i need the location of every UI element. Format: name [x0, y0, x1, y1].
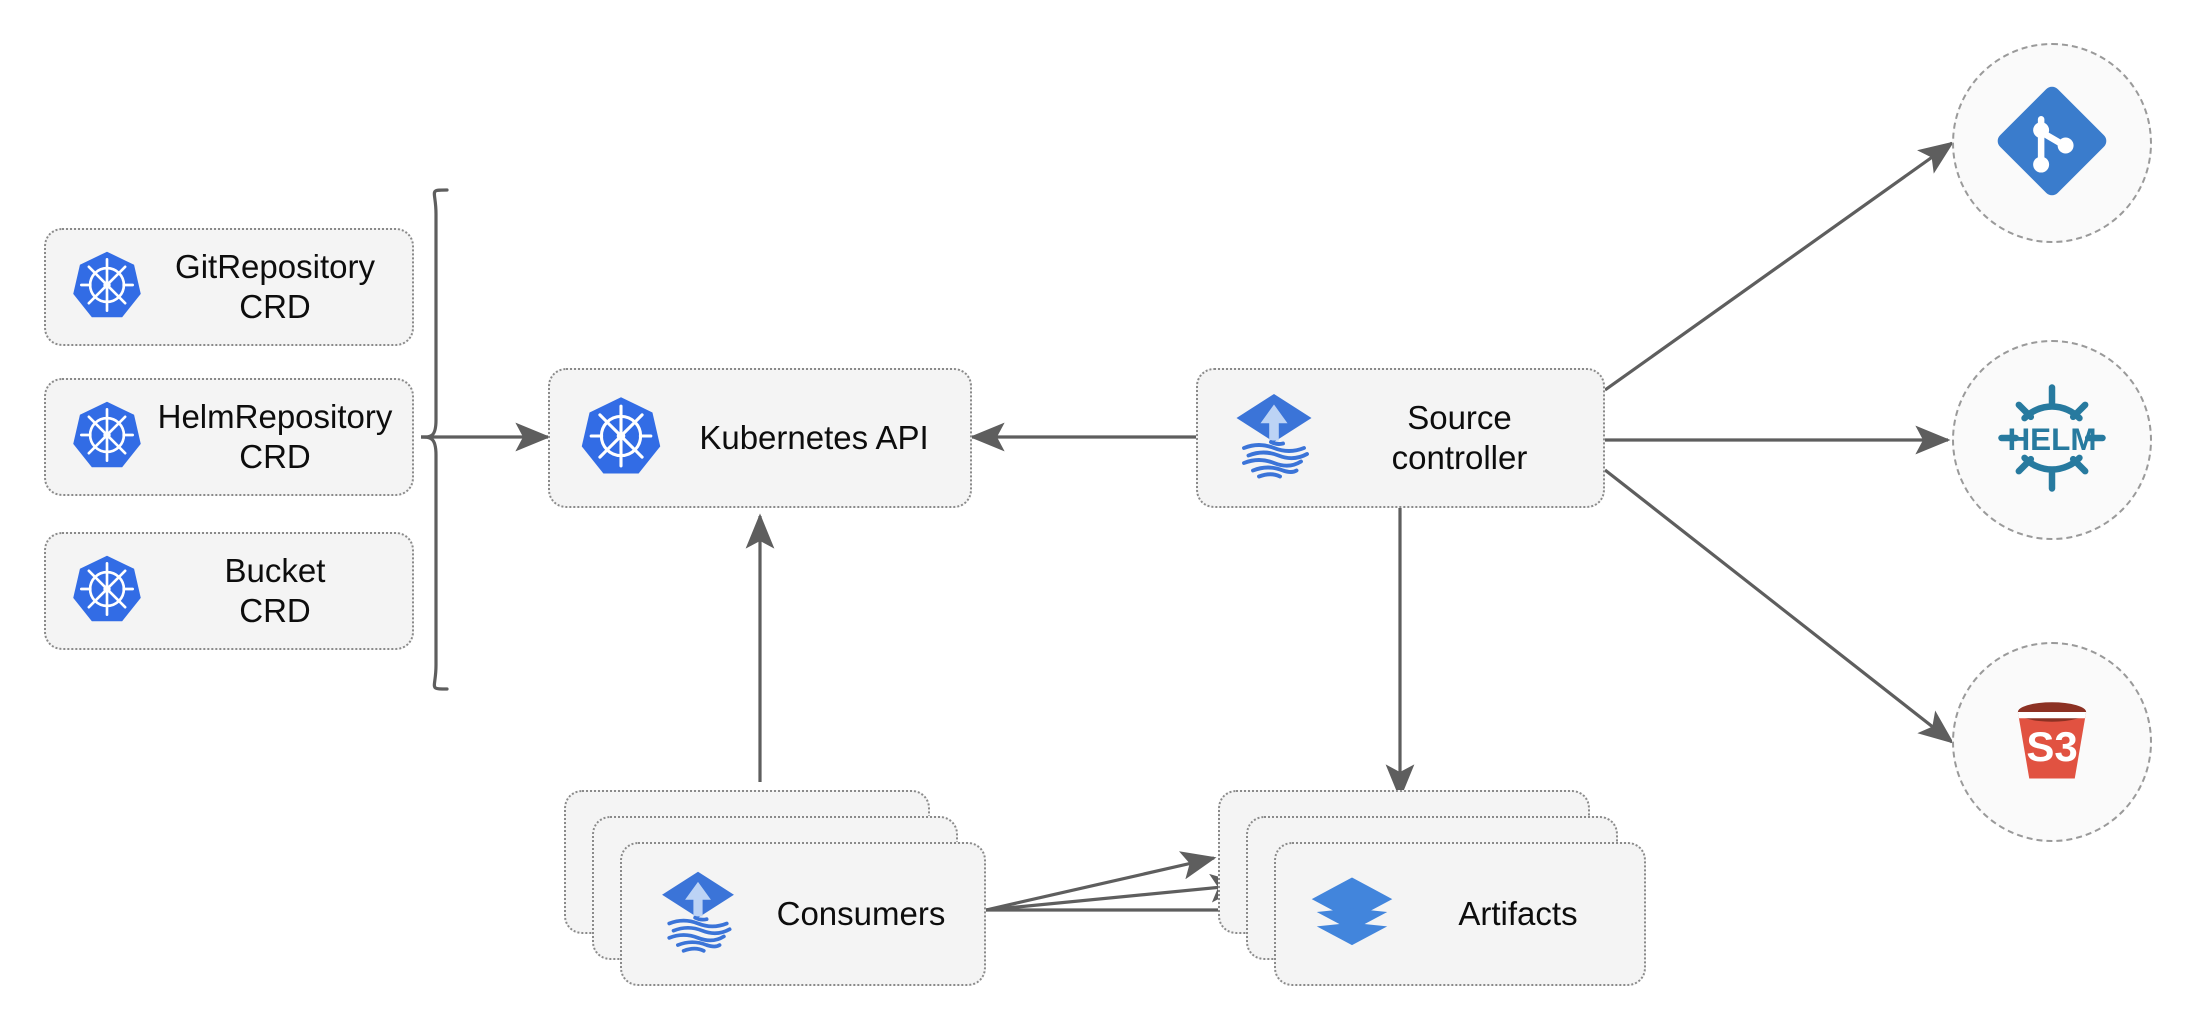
flux-icon	[1226, 388, 1322, 489]
crd-label: Bucket CRD	[224, 551, 326, 629]
node-label-kubernetes-api: Kubernetes API	[699, 418, 929, 456]
helm-wordmark: HELM	[2007, 422, 2096, 457]
helm-icon: HELM	[1991, 377, 2113, 504]
node-label-consumers: Consumers	[776, 894, 946, 932]
kubernetes-icon	[70, 248, 144, 327]
crd-box-gitrepository[interactable]: GitRepository CRD	[44, 228, 414, 346]
crd-label: GitRepository CRD	[175, 247, 375, 325]
layers-icon	[1306, 866, 1398, 963]
arrow-consumers-to-artifacts-1	[985, 851, 1217, 912]
kubernetes-icon	[70, 552, 144, 631]
flux-icon	[652, 866, 744, 963]
kubernetes-icon	[578, 393, 664, 484]
consumers-stack-layer-front[interactable]: Consumers	[620, 842, 986, 986]
node-label-artifacts: Artifacts	[1458, 894, 1578, 932]
crd-group-brace	[420, 188, 449, 691]
node-kubernetes-api[interactable]: Kubernetes API	[548, 368, 972, 508]
kubernetes-icon	[70, 398, 144, 477]
node-source-controller[interactable]: Source controller	[1196, 368, 1605, 508]
crd-label: HelmRepository CRD	[157, 397, 393, 475]
arrow-consumers-to-artifacts-2	[985, 873, 1246, 912]
s3-bucket-icon: S3	[1996, 684, 2108, 801]
s3-wordmark: S3	[2026, 723, 2077, 770]
artifacts-stack-layer-front[interactable]: Artifacts	[1274, 842, 1646, 986]
crd-box-bucket[interactable]: Bucket CRD	[44, 532, 414, 650]
git-icon	[1994, 83, 2110, 204]
node-consumers[interactable]: Consumers	[564, 790, 986, 986]
external-source-git[interactable]	[1952, 43, 2152, 243]
node-label-source-controller: Source controller	[1391, 398, 1528, 476]
external-source-s3[interactable]: S3	[1952, 642, 2152, 842]
crd-box-helmrepository[interactable]: HelmRepository CRD	[44, 378, 414, 496]
arrow-source-controller-to-s3	[1604, 468, 1955, 744]
external-source-helm[interactable]: HELM	[1952, 340, 2152, 540]
node-artifacts[interactable]: Artifacts	[1218, 790, 1648, 986]
arrow-source-controller-to-git	[1604, 141, 1955, 392]
